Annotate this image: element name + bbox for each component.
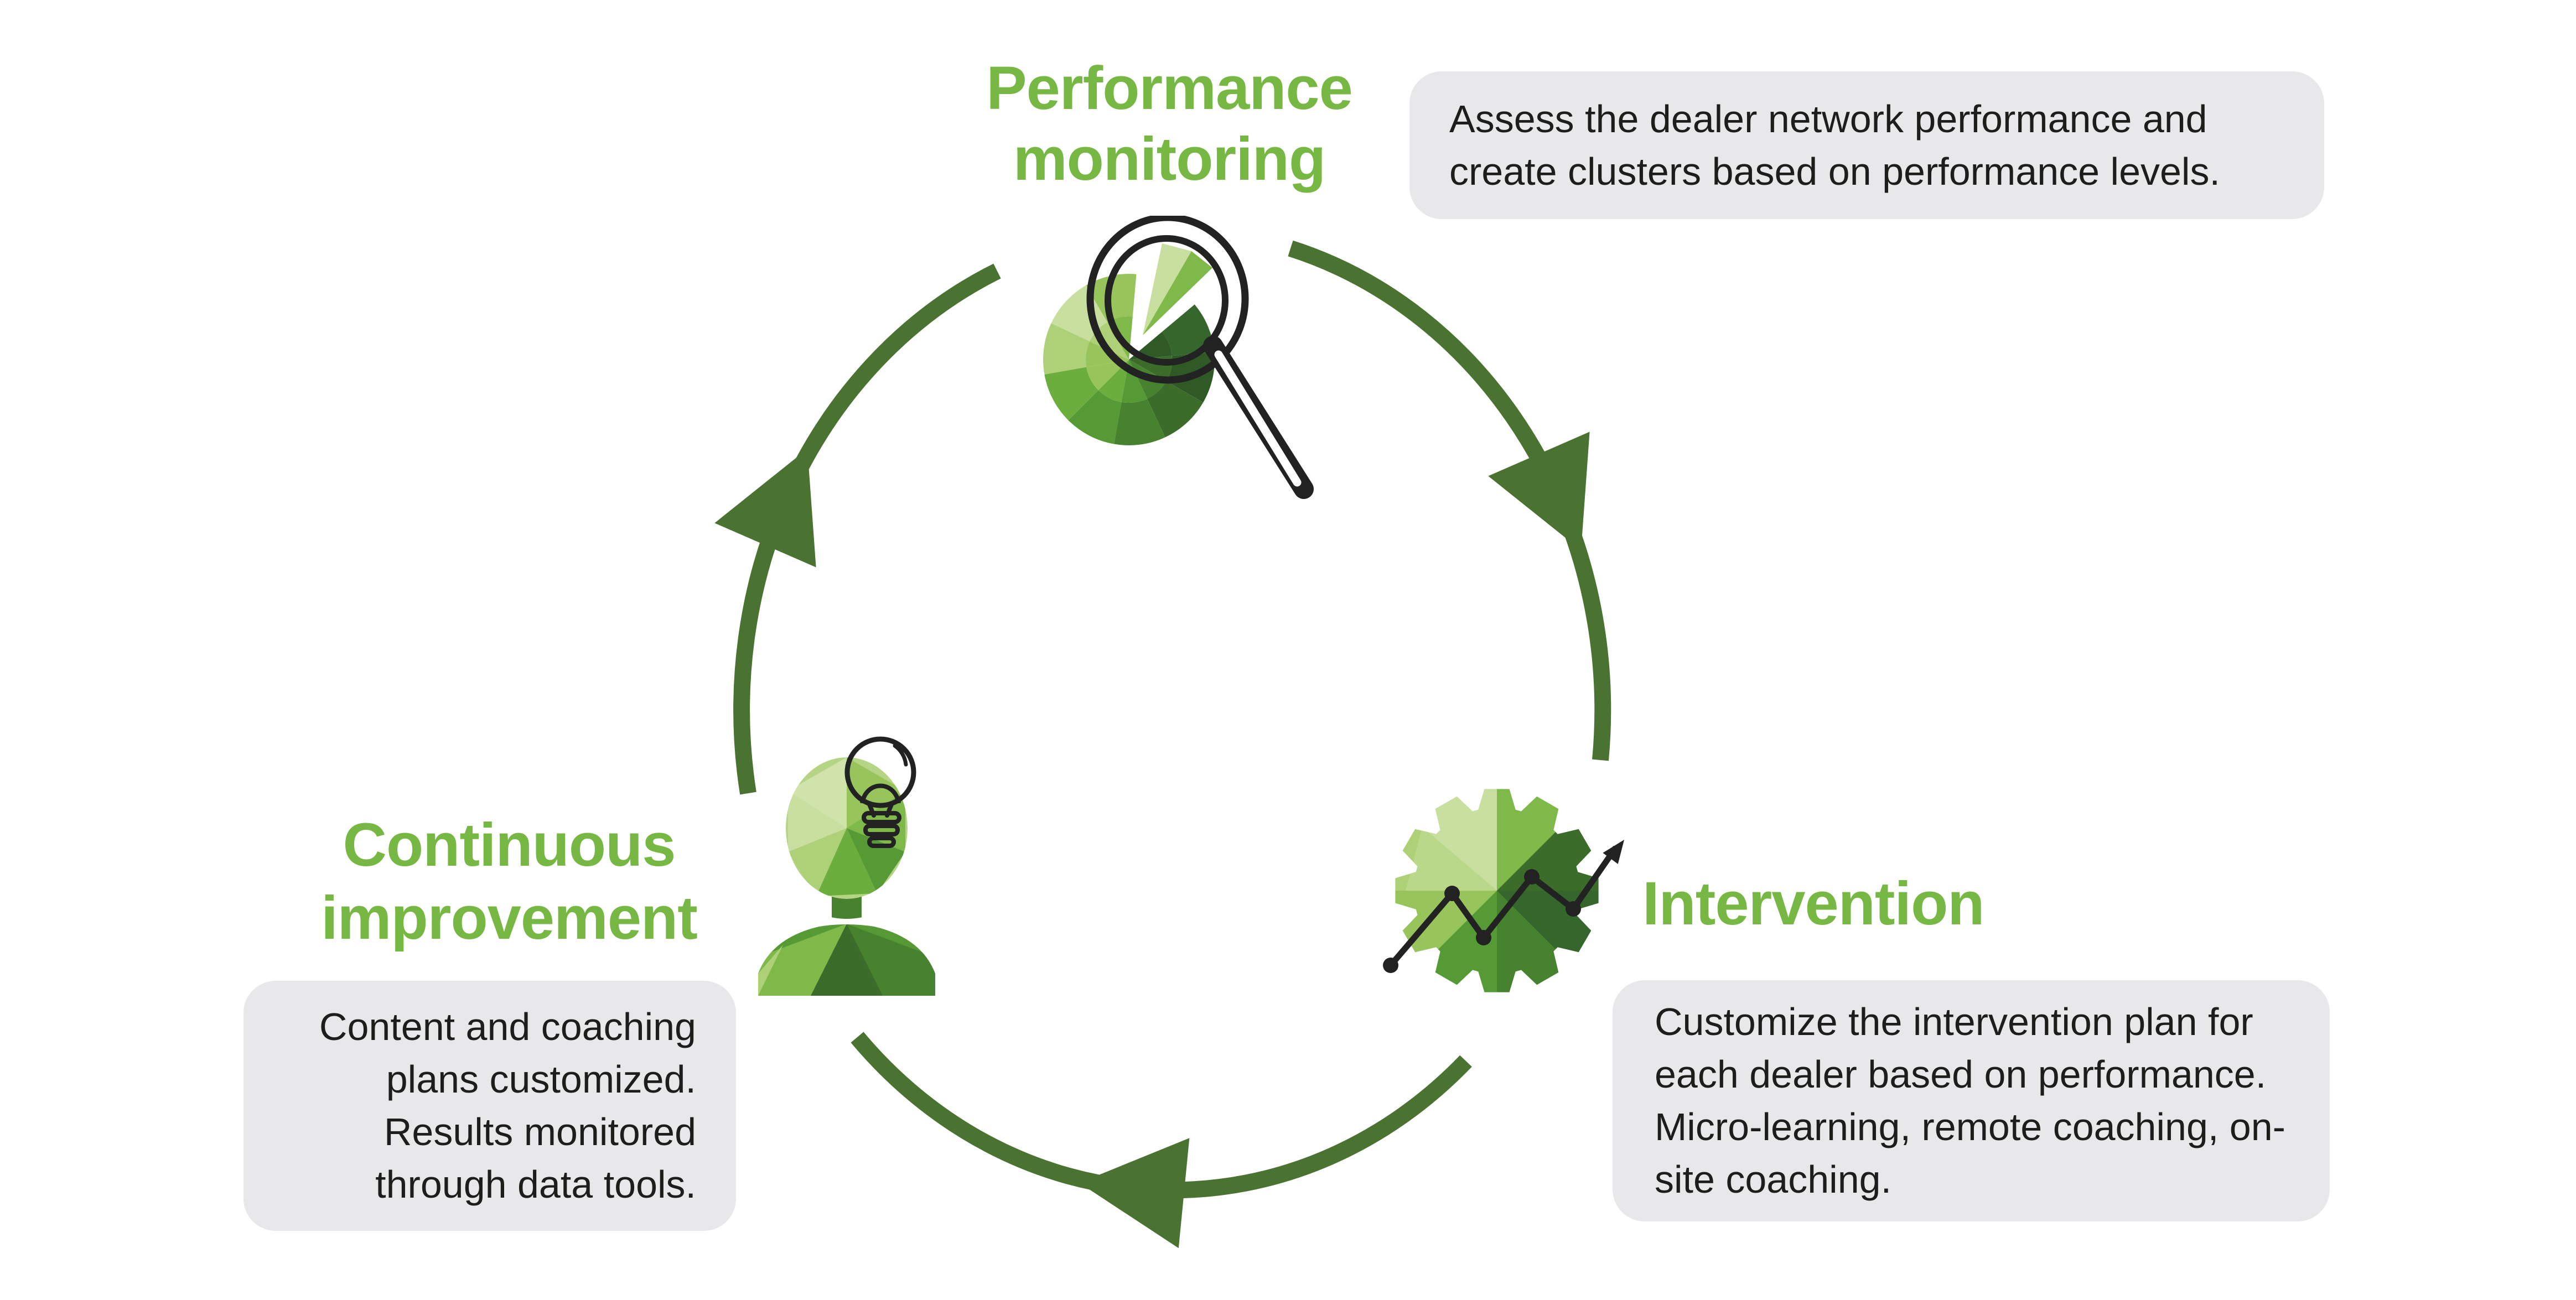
title-line: Intervention bbox=[1642, 870, 1984, 938]
chart-arrow-tip bbox=[1603, 840, 1624, 864]
step-title-intervention: Intervention bbox=[1642, 868, 1984, 940]
title-line: Continuous bbox=[343, 811, 676, 879]
cycle-arc-top-right bbox=[1288, 240, 1611, 761]
person-lightbulb-icon bbox=[758, 736, 935, 996]
title-line: Performance bbox=[986, 54, 1353, 122]
description-box-continuous-improvement: Content and coaching plans customized. R… bbox=[243, 981, 736, 1231]
description-box-intervention: Customize the intervention plan for each… bbox=[1613, 980, 2330, 1221]
arrowhead-left-icon bbox=[714, 449, 816, 568]
growth-chart-line bbox=[1383, 840, 1624, 973]
pie-chart-magnifier-icon bbox=[1043, 216, 1314, 499]
gear-facets bbox=[1395, 789, 1599, 992]
description-text: Assess the dealer network performance an… bbox=[1449, 97, 2220, 193]
pie-exploded-slice bbox=[1143, 243, 1212, 335]
arrowhead-bottom-icon bbox=[1079, 1138, 1190, 1249]
description-box-performance-monitoring: Assess the dealer network performance an… bbox=[1409, 71, 2324, 219]
title-line: improvement bbox=[321, 884, 698, 952]
magnifier-handle bbox=[1203, 336, 1314, 499]
gear-growth-chart-icon bbox=[1383, 789, 1624, 992]
description-text: Content and coaching plans customized. R… bbox=[319, 1005, 696, 1206]
arrowhead-right-icon bbox=[1488, 431, 1590, 550]
title-line: monitoring bbox=[1013, 125, 1326, 193]
magnifier-glass bbox=[1086, 216, 1249, 384]
description-text: Customize the intervention plan for each… bbox=[1655, 1000, 2285, 1201]
lightbulb-icon bbox=[844, 736, 916, 848]
